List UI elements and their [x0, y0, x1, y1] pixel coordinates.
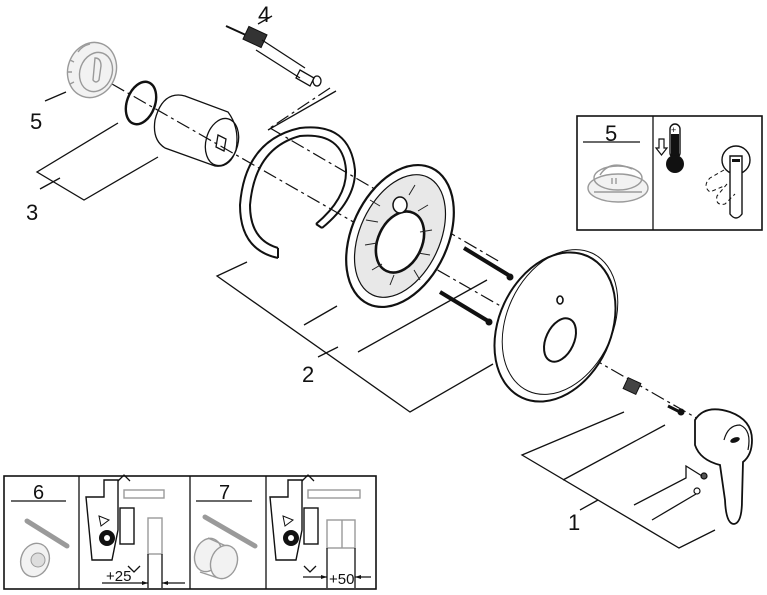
- escutcheon-plate: [493, 249, 619, 403]
- lever-rotation-icon: [705, 145, 751, 219]
- thermometer-icon: +: [666, 123, 684, 173]
- retaining-ring: [238, 126, 357, 259]
- callout-1: 1: [568, 510, 580, 535]
- inset-temperature-limiter: 5 +: [576, 115, 763, 231]
- backplate: [345, 163, 455, 309]
- inset-label-5: 5: [605, 121, 617, 146]
- extension-cartridge-icon: [19, 542, 51, 578]
- part-4-spindle: [225, 25, 322, 87]
- callout-2: 2: [302, 362, 314, 387]
- adapter-nut: [622, 376, 642, 396]
- o-ring: [124, 80, 158, 126]
- callout-5: 5: [30, 109, 42, 134]
- callout-brackets: [35, 90, 716, 549]
- dimension-plus-50: +50: [329, 571, 354, 588]
- valve-body-icon-50: [269, 474, 371, 588]
- leader-4: [257, 15, 273, 25]
- extension-set-7-label: 7: [219, 482, 230, 504]
- part-3-sleeve: [153, 94, 240, 167]
- dimension-plus-25: +25: [106, 568, 131, 585]
- extension-set-6-label: 6: [33, 482, 44, 504]
- handle-screw: [667, 404, 685, 416]
- extension-sets-panel: 6 +25 7: [3, 474, 377, 590]
- extension-cartridge-icon-long: [193, 537, 239, 580]
- extension-rod-icon: [24, 518, 70, 549]
- arrow-down-icon: [654, 138, 669, 156]
- mounting-screws: [438, 246, 514, 326]
- limiter-ring-icon: [587, 164, 649, 203]
- part-5-limiter-ring: [66, 41, 118, 99]
- lever-handle: [693, 408, 753, 525]
- extension-rod-icon-long: [202, 514, 258, 549]
- callout-4: 4: [258, 2, 270, 27]
- svg-text:+: +: [671, 125, 676, 135]
- callout-3: 3: [26, 200, 38, 225]
- valve-body-icon-25: [85, 474, 185, 588]
